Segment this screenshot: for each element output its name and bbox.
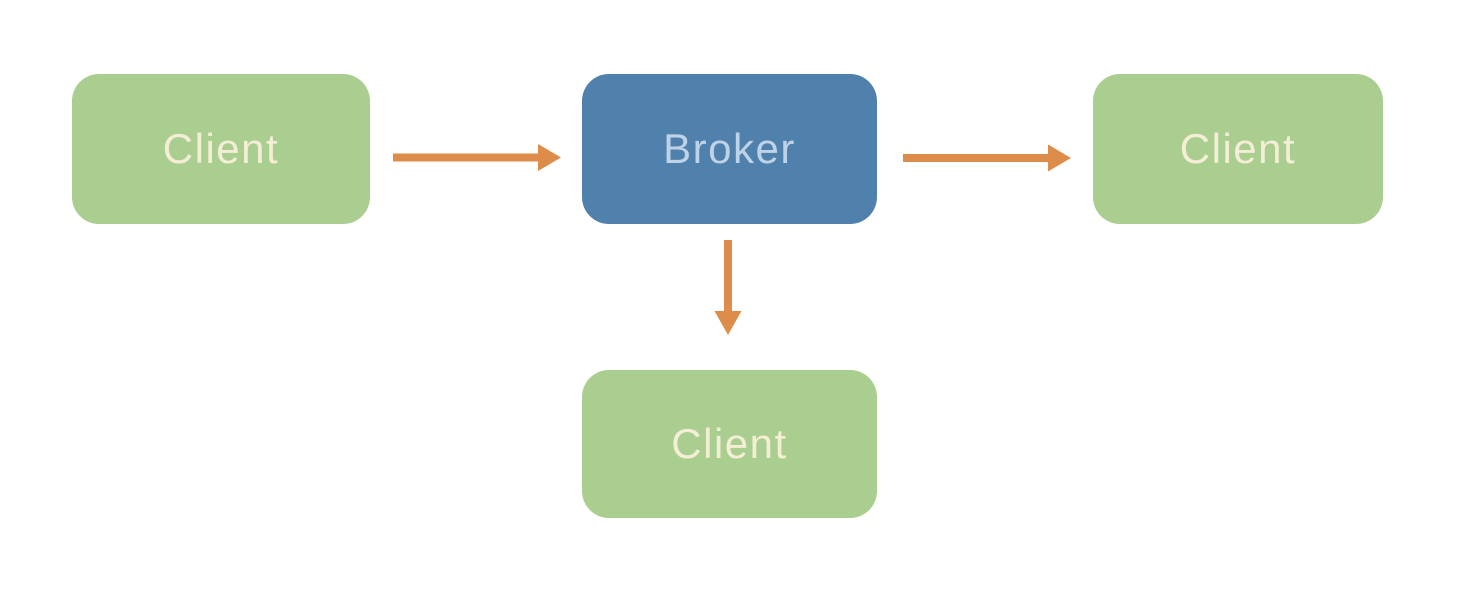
node-broker: Broker (582, 74, 877, 224)
node-client-right-label: Client (1179, 125, 1297, 172)
node-broker-label: Broker (663, 125, 796, 172)
node-client-right: Client (1093, 74, 1383, 224)
node-client-bottom-label: Client (671, 420, 788, 467)
arrow-broker-to-client-right (903, 144, 1071, 172)
arrow-client-left-to-broker (393, 144, 561, 171)
node-client-left-label: Client (162, 125, 280, 172)
arrow-broker-to-client-bottom (714, 240, 742, 335)
node-client-left: Client (72, 74, 370, 224)
node-client-bottom: Client (582, 370, 877, 518)
